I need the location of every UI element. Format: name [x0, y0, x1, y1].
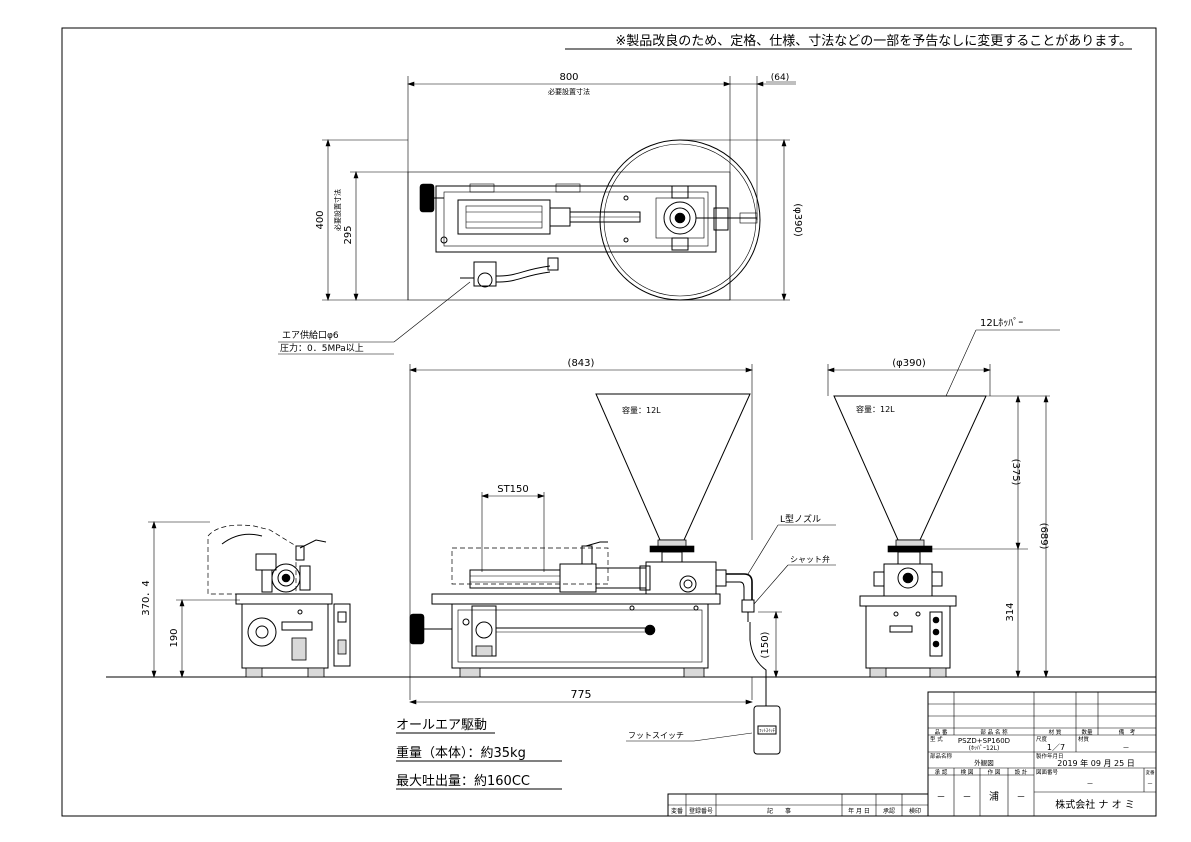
- notice-text: ※製品改良のため、定格、仕様、寸法などの一部を予告なしに変更することがあります。: [615, 33, 1132, 49]
- front-stroke: ST150: [497, 484, 529, 495]
- tb-draw: 作 図: [988, 768, 1001, 776]
- right-view: (φ390) 12Lﾎｯﾊﾟｰ 容量：12L: [827, 317, 1060, 678]
- front-dim-total: (843): [568, 358, 595, 369]
- rev-header-4: 承認: [883, 807, 895, 815]
- title-block: 品 番 部 品 名 称 材 質 数量 備 考 型 式 PSZD+SP160D (…: [927, 691, 1157, 817]
- rev-header-3: 年 月 日: [848, 807, 870, 815]
- top-dim-offset: (64): [771, 73, 789, 83]
- front-capacity: 容量：12L: [622, 405, 661, 415]
- tb-design: 設 計: [1015, 768, 1028, 776]
- tb-approve: 承 認: [935, 768, 948, 776]
- top-dim-height: 400: [315, 210, 326, 229]
- top-dim-inner-caption: 必要設置寸法: [333, 189, 342, 231]
- front-dim-nozzle-height: (150): [760, 631, 771, 658]
- tb-col-qty: 数量: [1081, 728, 1093, 736]
- tb-drawing-no-value: －: [1087, 780, 1094, 788]
- front-dim-base: 775: [571, 688, 592, 701]
- spec-drive: オールエア駆動: [396, 718, 487, 733]
- specs: オールエア駆動 重量（本体）：約35kg 最大吐出量：約160CC: [396, 718, 562, 790]
- top-dim-width: 800: [559, 72, 578, 83]
- hopper-label: 12Lﾎｯﾊﾟｰ: [980, 317, 1023, 329]
- nozzle-label: L型ノズル: [780, 513, 821, 525]
- tb-part-name-label: 部品名称: [930, 752, 953, 760]
- tb-design-value: －: [1016, 793, 1025, 803]
- right-dim-hopper-height: (375): [1010, 459, 1021, 486]
- rev-header-1: 登録番号: [689, 807, 713, 815]
- drawing-frame: [61, 27, 1157, 817]
- top-dim-inner-height: 295: [343, 225, 354, 244]
- tb-part-name-value: 外観図: [974, 758, 994, 767]
- side-view-left: 370．4 190: [141, 521, 351, 678]
- revision-table: 変番 登録番号 記 事 年 月 日 承認 検印: [667, 793, 929, 817]
- tb-material-label: 材質: [1078, 735, 1090, 743]
- tb-scale-label: 尺度: [1036, 735, 1048, 743]
- right-dim-total-height: (689): [1038, 523, 1049, 550]
- top-dim-diameter: (φ390): [792, 203, 803, 237]
- right-capacity: 容量：12L: [856, 404, 895, 414]
- tb-scale-value: 1／7: [1047, 743, 1065, 752]
- front-view: (843) 容量：12L ST150: [409, 358, 836, 755]
- tb-col-note: 備 考: [1119, 728, 1136, 736]
- tb-model-label: 型 式: [930, 735, 943, 743]
- rev-header-2: 記 事: [767, 807, 791, 815]
- tb-drawing-no-label: 図面番号: [1036, 769, 1059, 776]
- right-dim-diameter: (φ390): [892, 358, 926, 369]
- tb-company: 株式会社 ナ オ ミ: [1055, 798, 1135, 811]
- spec-weight: 重量（本体）：約35kg: [396, 745, 526, 761]
- shutter-label: シャット弁: [790, 554, 830, 564]
- tb-col-item: 品 番: [935, 729, 948, 736]
- tb-revision-label: 変番: [1146, 769, 1155, 776]
- tb-col-part: 部 品 名 称: [980, 728, 1008, 736]
- rev-header-0: 変番: [671, 807, 683, 815]
- top-view: 800 必要設置寸法 (64) 400 295 必要設置寸法 (φ390): [278, 72, 803, 355]
- tb-model-value: PSZD+SP160D: [958, 737, 1010, 745]
- tb-check-value: －: [962, 793, 971, 803]
- tb-date-value: 2019 年 09 月 25 日: [1057, 758, 1134, 768]
- tb-check: 検 図: [961, 768, 974, 776]
- air-supply-line2: 圧力：0．5MPa以上: [280, 342, 364, 354]
- tb-material-value: －: [1123, 744, 1130, 752]
- tb-revision-value: －: [1147, 781, 1153, 788]
- top-dim-width-caption: 必要設置寸法: [548, 87, 590, 96]
- foot-switch-label: フットスイッチ: [628, 731, 684, 740]
- tb-model-sub: (ﾎｯﾊﾟｰ12L): [969, 745, 1000, 752]
- side-dim-total-height: 370．4: [141, 580, 152, 615]
- spec-output: 最大吐出量：約160CC: [396, 774, 530, 789]
- side-dim-body-height: 190: [169, 628, 180, 647]
- tb-col-material: 材 質: [1049, 728, 1062, 736]
- tb-draw-value: 浦: [989, 790, 999, 803]
- tb-approve-value: －: [936, 793, 945, 803]
- right-dim-body-height: 314: [1005, 602, 1016, 621]
- rev-header-5: 検印: [909, 807, 921, 815]
- tb-date-label: 製作年月日: [1036, 752, 1064, 760]
- foot-switch-badge: ﾌｯﾄｽｲｯﾁ: [759, 728, 775, 734]
- air-supply-line1: エア供給口φ6: [282, 329, 339, 341]
